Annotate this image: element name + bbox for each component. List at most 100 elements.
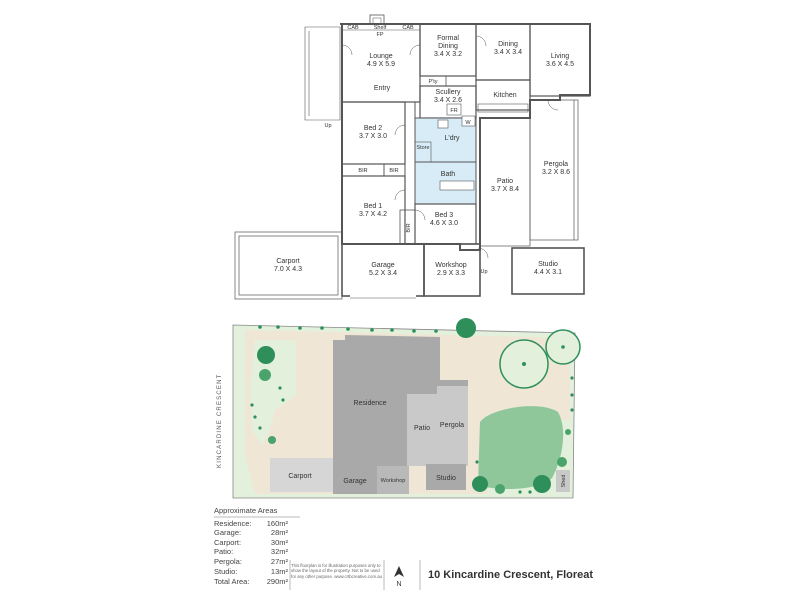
bath-label: Bath <box>441 171 456 178</box>
fr-label: FR <box>450 108 457 114</box>
kitchen-label: Kitchen <box>493 92 516 99</box>
room-dims-garage: 5.2 X 3.4 <box>369 270 397 277</box>
room-name-dining: Dining <box>498 41 518 48</box>
room-dims-bed1: 3.7 X 4.2 <box>359 211 387 218</box>
area-label: Pergola: <box>214 556 242 566</box>
site-pergola <box>437 386 468 466</box>
area-row: Pergola: 27m² <box>214 557 288 567</box>
floor-plan <box>234 14 591 300</box>
room-name-scullery: Scullery <box>436 89 461 96</box>
rear-lawn <box>478 406 564 490</box>
entry-label: Entry <box>374 85 391 92</box>
area-row: Residence: 160m² <box>214 519 288 529</box>
bed1 <box>341 175 406 245</box>
room-name-bed3: Bed 3 <box>435 212 453 219</box>
room-dims-dining: 3.4 X 3.4 <box>494 49 522 56</box>
room-dims-patio: 3.7 X 8.4 <box>491 186 519 193</box>
site-label-carport: Carport <box>288 473 311 480</box>
room-name-formal-dining-2: Dining <box>438 43 458 50</box>
w-label: W <box>465 120 471 126</box>
area-label: Patio: <box>214 547 234 557</box>
site-shed <box>556 470 570 492</box>
north-label: N <box>396 581 401 587</box>
room-name-living: Living <box>551 53 569 60</box>
site-label-studio: Studio <box>436 475 456 482</box>
room-name-patio: Patio <box>497 178 513 185</box>
north-arrow-icon: N <box>394 566 404 587</box>
footer-lines <box>214 516 421 590</box>
floor-plan-labels: CAB Shelf CAB FP Lounge 4.9 X 5.9 Entry … <box>274 25 574 277</box>
room-dims-pergola: 3.2 X 8.6 <box>542 169 570 176</box>
washer <box>461 115 476 127</box>
approximate-areas: Approximate Areas Residence:160m² Garage… <box>214 506 394 587</box>
room-dims-living: 3.6 X 4.5 <box>546 61 574 68</box>
room-name-formal-dining: Formal <box>437 35 459 42</box>
area-row: Garage: 28m² <box>214 528 288 538</box>
site-label-patio: Patio <box>414 425 430 432</box>
room-name-carport: Carport <box>276 258 299 265</box>
room-name-bed1: Bed 1 <box>364 203 382 210</box>
bir-label: BIR <box>358 168 367 174</box>
fp-label: FP <box>376 32 383 38</box>
area-row: Patio: 32m² <box>214 547 288 557</box>
area-value: 160m² <box>266 518 288 528</box>
site-workshop <box>377 466 409 494</box>
area-total-row: Total Area: 290m² <box>214 577 288 587</box>
pantry-label: P'ty <box>429 79 438 85</box>
area-label: Studio: <box>214 566 238 576</box>
bir-label: BIR <box>406 223 412 232</box>
room-dims-workshop: 2.9 X 3.3 <box>437 270 465 277</box>
room-dims-carport: 7.0 X 4.3 <box>274 266 302 273</box>
bir-label: BIR <box>389 168 398 174</box>
area-total-label: Total Area: <box>214 577 250 587</box>
area-label: Carport: <box>214 537 242 547</box>
front-garden-bed <box>250 340 296 445</box>
room-dims-bed2: 3.7 X 3.0 <box>359 133 387 140</box>
kitchen <box>475 79 531 111</box>
cab-label: CAB <box>347 25 359 31</box>
site-label-pergola: Pergola <box>440 422 464 429</box>
disclaimer-text: This floorplan is for illustration purpo… <box>291 563 382 579</box>
site-patio <box>407 394 437 466</box>
area-value: 27m² <box>270 556 288 566</box>
area-total-value: 290m² <box>266 577 288 587</box>
area-value: 32m² <box>270 547 288 557</box>
cab-label: CAB <box>402 25 414 31</box>
room-dims-formal-dining: 3.4 X 3.2 <box>434 51 462 58</box>
fridge <box>446 103 462 116</box>
door-swings <box>341 35 559 259</box>
hedge-dots <box>250 325 574 494</box>
shelf-label: Shelf <box>374 25 387 31</box>
room-name-studio: Studio <box>538 261 558 268</box>
store-label: Store <box>416 145 429 151</box>
site-label-garage: Garage <box>343 478 366 485</box>
up-label: Up <box>480 269 487 275</box>
room-name-lounge: Lounge <box>369 53 392 60</box>
up-label: Up <box>324 123 331 129</box>
property-address: 10 Kincardine Crescent, Floreat <box>428 569 594 581</box>
formal-dining <box>419 23 477 77</box>
room-dims-studio: 4.4 X 3.1 <box>534 269 562 276</box>
site-studio <box>426 464 466 490</box>
room-name-pergola: Pergola <box>544 161 568 168</box>
room-name-bed2: Bed 2 <box>364 125 382 132</box>
area-row: Carport: 30m² <box>214 538 288 548</box>
laundry-label: L'dry <box>445 135 460 142</box>
site-label-residence: Residence <box>353 400 386 407</box>
area-row: Studio: 13m² <box>214 567 288 577</box>
living <box>529 23 591 97</box>
area-value: 28m² <box>270 528 288 538</box>
room-dims-scullery: 3.4 X 2.6 <box>434 97 462 104</box>
area-value: 30m² <box>270 537 288 547</box>
area-label: Residence: <box>214 518 252 528</box>
studio <box>511 247 585 295</box>
street-name: KINCARDINE CRESCENT <box>217 374 223 468</box>
room-dims-lounge: 4.9 X 5.9 <box>367 61 395 68</box>
area-value: 13m² <box>270 566 288 576</box>
pergola <box>529 99 579 241</box>
room-name-garage: Garage <box>371 262 394 269</box>
area-label: Garage: <box>214 528 242 538</box>
trees <box>257 318 581 494</box>
front-verandah <box>304 26 341 121</box>
